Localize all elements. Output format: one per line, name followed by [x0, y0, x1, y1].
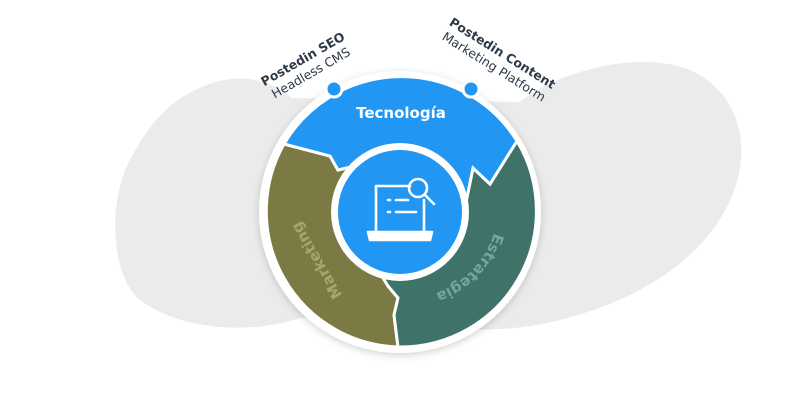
- laptop-search-icon: [366, 177, 436, 242]
- segment-label-tecnologia: Tecnología: [356, 104, 446, 122]
- marker-left: [324, 79, 344, 99]
- marker-right: [461, 79, 481, 99]
